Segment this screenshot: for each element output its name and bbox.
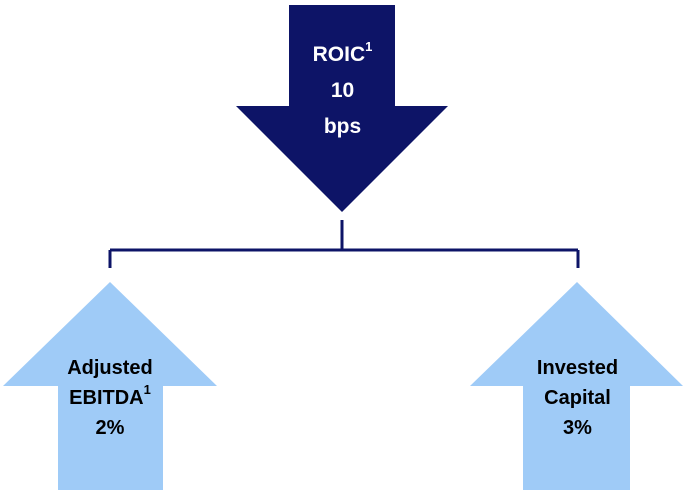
invested-capital-line1: Invested xyxy=(536,357,619,379)
ebitda-line1: Adjusted xyxy=(67,357,153,379)
ebitda-up-arrow xyxy=(3,282,217,490)
roic-value: 10 xyxy=(330,79,355,102)
ebitda-value: 2% xyxy=(95,417,125,439)
invested-capital-label: Invested Capital 3% xyxy=(515,353,640,443)
ebitda-label: Adjusted EBITDA1 2% xyxy=(50,353,170,443)
invested-capital-up-arrow xyxy=(470,282,683,490)
invested-capital-value: 3% xyxy=(563,417,592,439)
roic-footnote-marker: 1 xyxy=(365,39,373,54)
roic-unit: bps xyxy=(323,115,362,138)
roic-title: ROIC xyxy=(312,43,366,66)
tree-connector xyxy=(108,220,580,268)
roic-down-arrow xyxy=(236,5,448,212)
roic-label: ROIC1 10 bps xyxy=(290,37,395,145)
ebitda-line2: EBITDA xyxy=(69,387,144,409)
ebitda-footnote-marker: 1 xyxy=(143,382,151,398)
invested-capital-line2: Capital xyxy=(544,387,611,409)
